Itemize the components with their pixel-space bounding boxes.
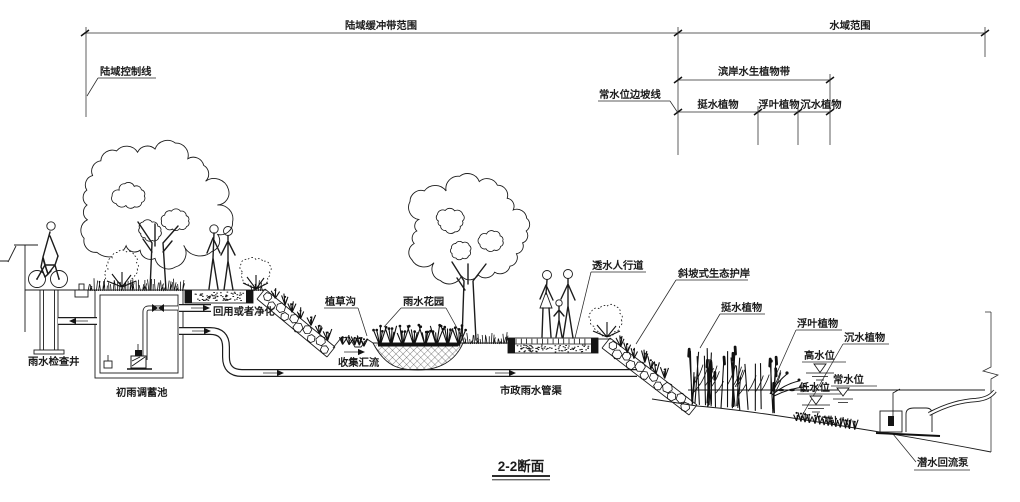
label-permeable-walkway: 透水人行道	[592, 259, 644, 272]
label-municipal-storm-pipe: 市政雨水管渠	[500, 384, 562, 397]
dim-label-floating-plants: 浮叶植物	[758, 98, 799, 111]
flow-arrows	[69, 304, 516, 377]
walking-family	[539, 269, 576, 339]
drawing-title: 2-2断面	[498, 458, 545, 474]
label-riparian-plant-belt: 滨岸水生植物带	[718, 65, 790, 78]
label-emergent-plants: 挺水植物	[721, 301, 762, 314]
tree-trunks	[137, 221, 487, 341]
label-leaders	[86, 77, 970, 471]
water-and-bed	[651, 311, 999, 453]
label-land-control-line: 陆域控制线	[100, 65, 152, 78]
return-pump	[875, 388, 997, 437]
labels: 陆域缓冲带范围 水域范围 陆域控制线 滨岸水生植物带 常水位边坡线 挺水植物 浮…	[28, 19, 969, 474]
label-high-water-level: 高水位	[804, 349, 836, 362]
label-collect-confluence: 收集汇流	[338, 356, 380, 369]
label-sloped-eco-revetment: 斜坡式生态护岸	[677, 267, 750, 280]
label-initial-rain-tank: 初雨调蓄池	[116, 386, 168, 399]
revetment-bands	[256, 288, 698, 416]
label-floating-plants: 浮叶植物	[797, 317, 838, 330]
label-grass-swale: 植草沟	[324, 295, 356, 308]
label-water-range: 水域范围	[828, 19, 870, 32]
rain-inspection-well	[33, 290, 65, 355]
label-low-water-level: 低水位	[798, 381, 831, 394]
label-submersible-return-pump: 潜水回流泵	[917, 456, 969, 469]
water-level-symbols	[802, 363, 853, 413]
curb-inlet	[74, 283, 89, 298]
dim-label-emergent-plants: 挺水植物	[697, 98, 738, 111]
label-normal-water-slope-line: 常水位边坡线	[599, 88, 661, 101]
vegetation-canopies	[80, 139, 623, 337]
cyclist	[28, 221, 68, 288]
permeable-strip	[184, 289, 254, 304]
label-rain-inspection-well: 雨水检查井	[28, 355, 79, 368]
label-normal-water-level: 常水位	[833, 373, 865, 386]
label-rain-garden: 雨水花园	[403, 295, 444, 308]
dim-label-submerged-plants: 沉水植物	[800, 98, 841, 111]
vegetation-and-textures	[87, 278, 859, 430]
shrub-branches	[106, 272, 621, 338]
initial-rain-tank	[94, 289, 184, 379]
rain-garden-basin	[372, 342, 464, 371]
permeable-walkway	[507, 337, 599, 354]
label-land-buffer-range: 陆域缓冲带范围	[345, 19, 417, 32]
standing-couple	[206, 224, 236, 291]
dimension-lines	[80, 27, 990, 155]
label-submerged-plants: 沉水植物	[844, 331, 885, 344]
label-reuse-or-purify: 回用或者净化	[213, 305, 275, 318]
